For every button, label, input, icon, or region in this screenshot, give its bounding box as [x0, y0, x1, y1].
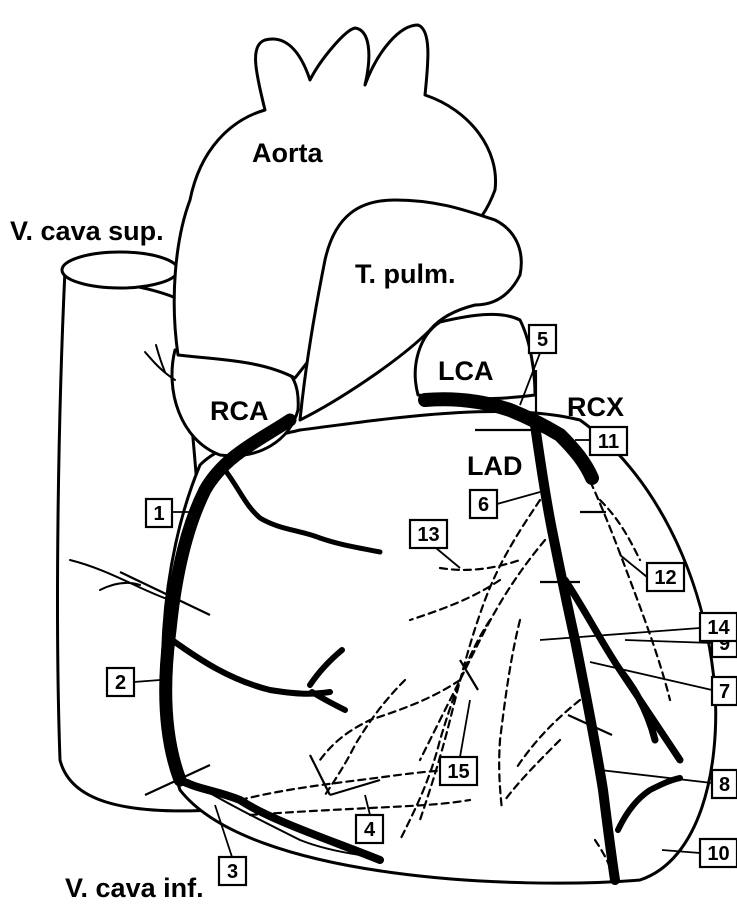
segment-box-5: 5: [529, 325, 556, 353]
segment-box-3: 3: [219, 857, 246, 885]
svg-text:1: 1: [153, 503, 164, 525]
svg-text:2: 2: [115, 672, 126, 694]
segment-box-4: 4: [356, 815, 383, 843]
label-rca: RCA: [210, 396, 269, 426]
label-rcx: RCX: [567, 392, 624, 422]
svg-text:4: 4: [364, 819, 376, 841]
segment-box-14: 14: [700, 613, 737, 641]
svg-text:3: 3: [227, 861, 238, 883]
segment-box-7: 7: [712, 677, 737, 705]
svg-text:5: 5: [537, 329, 548, 351]
segment-box-15: 15: [440, 757, 477, 785]
segment-box-11: 11: [590, 427, 627, 455]
svg-text:6: 6: [478, 494, 489, 516]
segment-box-2: 2: [107, 668, 134, 696]
label-aorta: Aorta: [252, 138, 323, 168]
svg-text:11: 11: [598, 431, 619, 453]
label-vena-cava-inf: V. cava inf.: [65, 873, 204, 903]
svg-text:12: 12: [654, 567, 676, 589]
svg-text:10: 10: [707, 843, 729, 865]
svg-text:14: 14: [707, 617, 730, 639]
segment-box-1: 1: [146, 499, 172, 527]
svg-text:13: 13: [417, 524, 439, 546]
segment-box-8: 8: [712, 770, 737, 798]
label-lad: LAD: [467, 451, 523, 481]
svg-text:8: 8: [719, 774, 730, 796]
svg-text:15: 15: [447, 761, 469, 783]
segment-box-12: 12: [647, 563, 684, 591]
label-vena-cava-sup: V. cava sup.: [10, 216, 164, 246]
segment-box-6: 6: [470, 490, 497, 518]
label-t-pulm: T. pulm.: [355, 259, 456, 289]
svg-text:7: 7: [719, 681, 730, 703]
segment-box-13: 13: [410, 520, 447, 548]
label-lca: LCA: [438, 356, 494, 386]
vena-cava-sup-opening: [62, 252, 178, 288]
segment-box-10: 10: [700, 839, 737, 867]
